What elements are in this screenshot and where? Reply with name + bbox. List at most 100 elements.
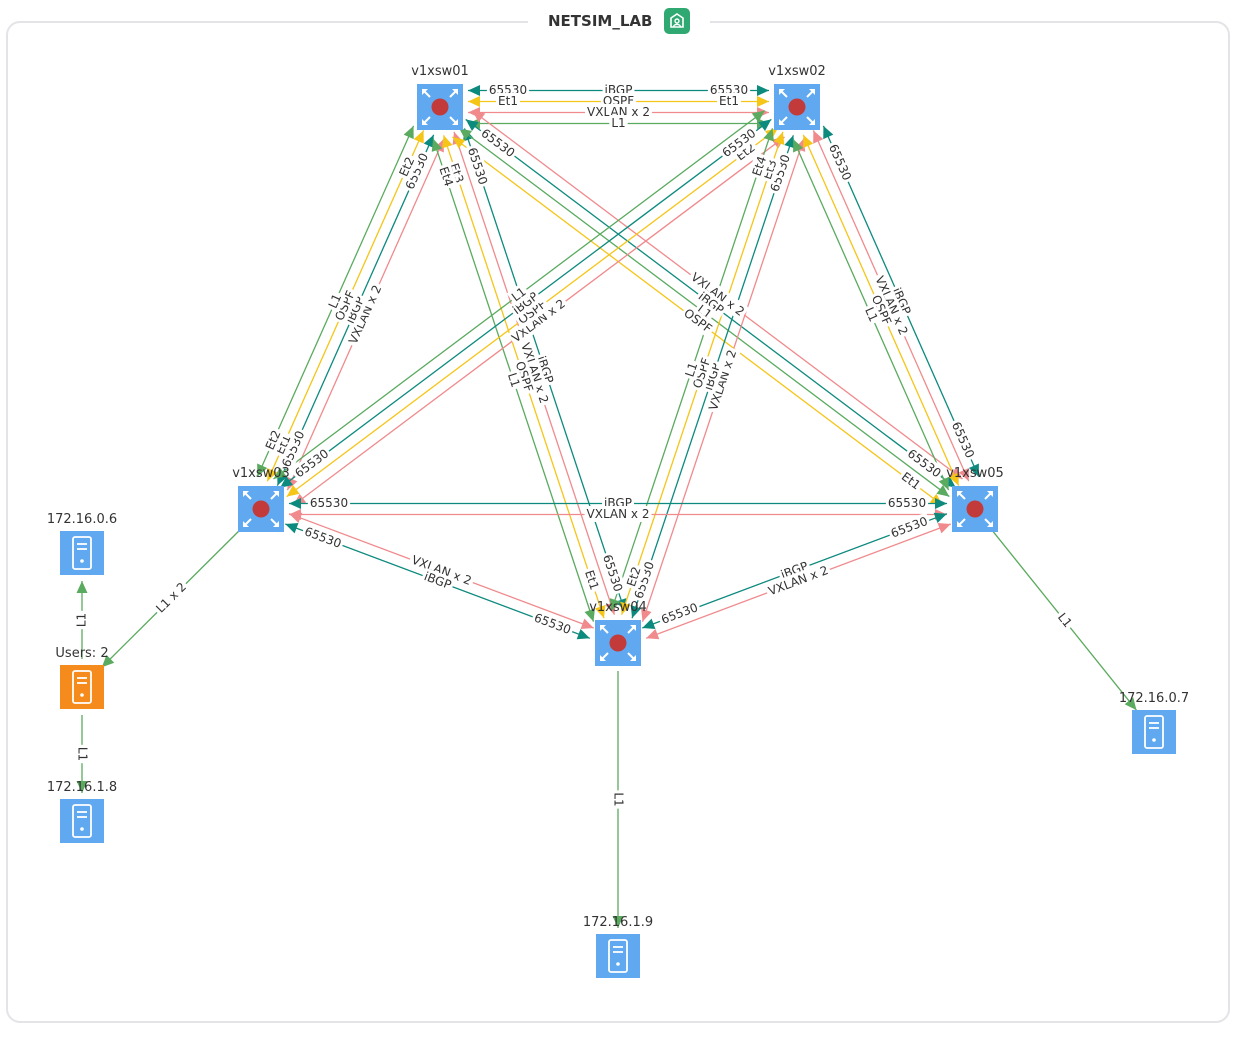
- link-arrow-v1xsw03: [280, 476, 293, 488]
- link-endpoint-label-bg: [656, 598, 703, 629]
- link-arrow-v1xsw01: [468, 96, 480, 107]
- node-label: 172.16.0.7: [1119, 691, 1189, 706]
- node-v1xsw04[interactable]: v1xsw04: [589, 600, 647, 666]
- node-v1xsw02[interactable]: v1xsw02: [768, 64, 826, 130]
- link-endpoint-label: 65530: [949, 420, 977, 461]
- link-arrow-v1xsw02: [757, 85, 769, 96]
- site-building-icon[interactable]: [664, 8, 691, 34]
- link-arrow-v1xsw03: [267, 467, 278, 482]
- node-h07[interactable]: 172.16.0.7: [1119, 691, 1189, 754]
- link-arrow-h19: [612, 916, 624, 928]
- link-arrow-v1xsw04: [594, 605, 606, 619]
- switch-icon: [238, 486, 284, 532]
- link-label: L1: [611, 116, 625, 130]
- link-arrow-v1xsw01: [459, 128, 472, 140]
- link-endpoint-label: 65530: [478, 126, 517, 160]
- link-label-bg: [420, 567, 456, 594]
- link-endpoint-label: 65530: [826, 142, 854, 183]
- link-arrow-v1xsw02: [758, 119, 772, 131]
- link-label-bg: [74, 744, 91, 764]
- link-endpoint-label-bg: [717, 123, 761, 163]
- link-label: L1: [862, 305, 881, 324]
- link-arrow-v1xsw02: [751, 110, 765, 123]
- link-arrow-v1xsw03: [286, 485, 300, 497]
- link-label-bg: [764, 561, 833, 600]
- link-label-bg: [151, 577, 192, 618]
- link-arrow-v1xsw02: [773, 131, 785, 145]
- link-endpoint-label: 65530: [465, 146, 490, 187]
- link-endpoint-label: Et1: [582, 568, 602, 591]
- server-icon: [60, 531, 104, 575]
- node-label: Users: 2: [55, 646, 108, 661]
- link-arrow-v1xsw04: [641, 608, 652, 622]
- node-v1xsw01[interactable]: v1xsw01: [411, 64, 469, 130]
- node-v1xsw05[interactable]: v1xsw05: [946, 466, 1004, 532]
- link-label-bg: [704, 345, 741, 415]
- link-endpoint-label: Et4: [436, 165, 456, 188]
- link-label-bg: [887, 283, 916, 319]
- link-label-bg: [686, 267, 750, 321]
- link-arrow-v1xsw04: [580, 618, 594, 629]
- link-arrow-v1xsw03: [289, 512, 303, 524]
- link-label-bg: [584, 506, 652, 522]
- link-arrow-h07: [1124, 697, 1137, 711]
- link-arrow-v1xsw04: [642, 618, 656, 629]
- link-arrow-v1xsw01: [413, 130, 424, 144]
- node-v1xsw03[interactable]: v1xsw03: [232, 466, 290, 532]
- link-endpoint-label-bg: [747, 152, 771, 180]
- site-header: NETSIM_LAB: [528, 6, 711, 36]
- link-label-bg: [585, 104, 652, 120]
- link-label-bg: [513, 294, 551, 329]
- link-arrow-v1xsw02: [813, 130, 824, 144]
- node-h18[interactable]: 172.16.1.8: [47, 780, 117, 843]
- link-endpoint-label: 65530: [310, 496, 348, 510]
- link-label-bg: [692, 300, 717, 324]
- link-arrow-v1xsw05: [937, 523, 951, 534]
- link-arrow-h06: [76, 581, 88, 593]
- link-endpoint-label-bg: [260, 425, 286, 455]
- switch-icon: [774, 84, 820, 130]
- node-label: v1xsw03: [232, 466, 290, 481]
- link-arrow-v1xsw04: [620, 601, 631, 615]
- link-label-bg: [688, 353, 716, 393]
- link-label-bg: [693, 287, 729, 320]
- node-h06[interactable]: 172.16.0.6: [47, 512, 117, 575]
- node-label: 172.16.0.6: [47, 512, 117, 527]
- link-arrow-v1xsw04: [584, 608, 595, 622]
- link-label: L1: [612, 792, 626, 806]
- link-endpoint-label: Et2: [624, 565, 644, 588]
- link-label: VXLAN x 2: [587, 105, 650, 119]
- link-arrow-v1xsw01: [468, 85, 480, 96]
- link-endpoint-label-bg: [476, 123, 520, 163]
- link-arrow-v1xsw01: [452, 137, 466, 149]
- link-arrow-v1xsw05: [938, 476, 949, 491]
- server-icon: [60, 799, 104, 843]
- link-label-bg: [506, 282, 531, 307]
- link-label-bg: [73, 610, 90, 630]
- node-h19[interactable]: 172.16.1.9: [583, 915, 653, 978]
- link-arrow-v1xsw05: [958, 467, 969, 482]
- link-label-bg: [344, 280, 387, 349]
- link-endpoint-label-bg: [765, 150, 795, 196]
- link-arrow-v1xsw04: [630, 605, 642, 619]
- link-label: L1: [326, 292, 345, 311]
- link-endpoint-label-bg: [394, 152, 420, 181]
- switch-icon: [595, 620, 641, 666]
- link-endpoint-label-bg: [902, 444, 946, 483]
- link-endpoint-label: 65530: [889, 514, 930, 541]
- nodes-layer: v1xsw01 v1xsw02 v1xsw03 v1xsw04 v1xsw05 172.1…: [47, 64, 1189, 978]
- link-arrow-v1xsw02: [763, 128, 774, 142]
- server-icon: [60, 665, 104, 709]
- link-label: L1: [505, 371, 523, 389]
- switch-icon: [417, 84, 463, 130]
- link-label-bg: [870, 271, 913, 340]
- site-title: NETSIM_LAB: [548, 12, 653, 30]
- link-arrow-v1xsw02: [757, 96, 769, 107]
- link-endpoint-label: 65530: [532, 611, 573, 638]
- link-arrow-v1xsw05: [968, 463, 979, 477]
- node-users[interactable]: Users: 2: [55, 646, 109, 709]
- link-label-bg: [866, 290, 896, 330]
- link-arrow-v1xsw04: [576, 628, 590, 640]
- link-arrow-v1xsw03: [257, 463, 268, 477]
- link-label-bg: [407, 551, 476, 590]
